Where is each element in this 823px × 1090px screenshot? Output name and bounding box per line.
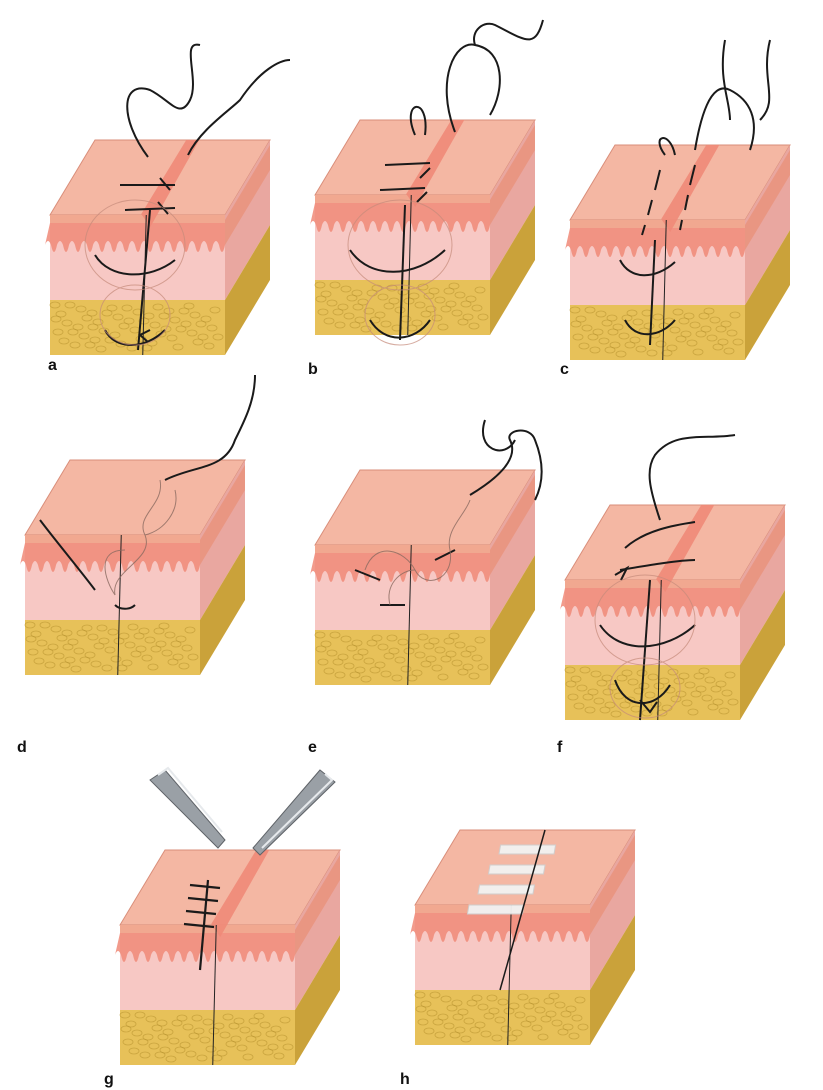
epidermis-side (490, 475, 535, 575)
highlight-circles-a (84, 199, 186, 346)
incision (656, 505, 715, 592)
epidermis-front (50, 215, 225, 223)
fat-side (740, 590, 785, 720)
panel-label-b: b (308, 361, 318, 378)
panel-label-a: a (48, 357, 57, 374)
panel-a: a (40, 30, 291, 374)
dermal-papillae (310, 203, 490, 232)
fat-side (200, 545, 245, 675)
incision (211, 850, 270, 937)
wound-line (117, 534, 122, 676)
wound-line (662, 219, 667, 361)
epidermis-side (745, 150, 790, 250)
skin-block-b (310, 19, 544, 346)
suture-h (499, 829, 546, 991)
fat-side (225, 225, 270, 355)
skin-block-h (410, 829, 636, 1046)
skin-block-g (115, 766, 341, 1066)
wound-line (407, 544, 412, 686)
skin-block-a (45, 43, 291, 356)
epidermis-front (25, 535, 200, 543)
panel-b: b (305, 19, 544, 378)
epidermis-side (295, 855, 340, 955)
wound-line (212, 924, 217, 1066)
panel-f: f (555, 430, 786, 756)
dermal-papillae (115, 933, 295, 962)
wound-line (507, 904, 512, 1046)
incision (406, 120, 465, 207)
epidermis-front (565, 580, 740, 588)
epidermis-side (740, 510, 785, 610)
panel-e: e (305, 419, 543, 756)
suture-f (599, 434, 736, 721)
panel-label-e: e (308, 739, 317, 756)
thread-loops-e (364, 499, 471, 606)
epidermis-front (315, 545, 490, 553)
fat-side (490, 205, 535, 335)
epidermis-front (120, 925, 295, 933)
strip-icon (466, 844, 557, 915)
fat-side (745, 230, 790, 360)
skin-block-f (560, 434, 786, 721)
epidermis-side (490, 125, 535, 225)
dermal-papillae (20, 543, 200, 572)
thread-loops-d (104, 479, 177, 596)
dermal-papillae (45, 223, 225, 252)
highlight-circles-b (347, 199, 453, 346)
skin-block-c (565, 39, 791, 361)
wound-line (407, 194, 412, 336)
highlight-circles-f (594, 574, 696, 719)
epidermis-front (570, 220, 745, 228)
epidermis-side (225, 145, 270, 245)
panel-label-h: h (400, 1071, 410, 1088)
epidermis-side (590, 835, 635, 935)
panel-d: d (15, 374, 256, 756)
fat-side (295, 935, 340, 1065)
dermal-papillae (560, 588, 740, 617)
panel-label-d: d (17, 739, 27, 756)
panel-label-c: c (560, 361, 569, 378)
suture-c (619, 39, 771, 346)
panel-c: c (560, 39, 791, 378)
incision (661, 145, 720, 232)
epidermis-side (200, 465, 245, 565)
incision (141, 140, 200, 227)
skin-block-e (310, 419, 543, 686)
suture-d (39, 374, 256, 610)
panel-h: h (400, 820, 636, 1088)
panel-label-f: f (557, 739, 563, 756)
panel-g: g (104, 760, 341, 1088)
dermal-papillae (310, 553, 490, 582)
panel-label-g: g (104, 1071, 114, 1088)
dermal-papillae (410, 913, 590, 942)
suture-g (183, 879, 221, 971)
forceps-icon (149, 766, 336, 856)
fat-side (590, 915, 635, 1045)
suture-b (349, 19, 544, 341)
skin-block-d (20, 374, 256, 676)
suture-e (354, 419, 543, 606)
fat-side (490, 555, 535, 685)
epidermis-front (315, 195, 490, 203)
